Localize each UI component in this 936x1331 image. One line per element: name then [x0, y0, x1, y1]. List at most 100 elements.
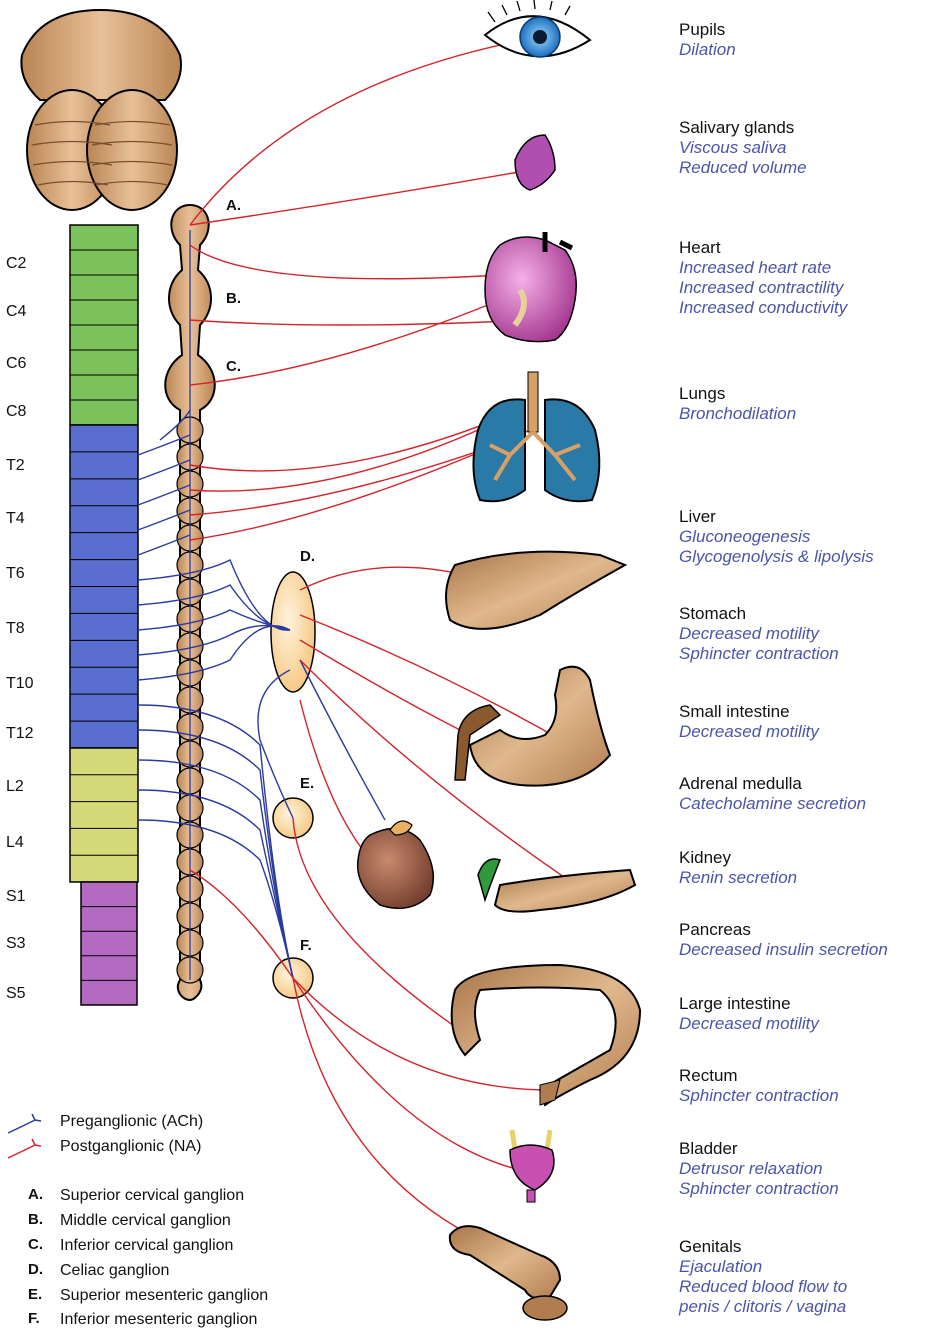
organ-label-pancreas: Pancreas Decreased insulin secretion — [679, 920, 888, 960]
organ-label-small-intestine: Small intestine Decreased motility — [679, 702, 819, 742]
organ-name: Stomach — [679, 604, 839, 624]
sympathetic-chain — [165, 205, 215, 1000]
organ-label-large-intestine: Large intestine Decreased motility — [679, 994, 819, 1034]
organ-name: Small intestine — [679, 702, 819, 722]
organ-label-genitals: Genitals Ejaculation Reduced blood flow … — [679, 1237, 847, 1317]
postganglionic-fiber — [293, 978, 550, 1090]
postganglionic-fiber — [293, 978, 520, 1170]
preganglionic-fiber — [300, 660, 385, 820]
legend-ganglion-name: Superior mesenteric ganglion — [60, 1287, 268, 1305]
segment-label: T8 — [6, 620, 25, 638]
segment-label: C6 — [6, 355, 26, 373]
postganglionic-fiber — [190, 245, 500, 279]
organ-effect: Dilation — [679, 40, 736, 60]
organ-label-lungs: Lungs Bronchodilation — [679, 384, 796, 424]
preganglionic-fiber — [138, 705, 293, 978]
postganglionic-fiber — [190, 170, 530, 225]
segment-label: T2 — [6, 457, 25, 475]
cord-region — [70, 748, 138, 882]
organ-effect: Renin secretion — [679, 868, 797, 888]
postganglionic-fiber — [190, 320, 530, 325]
preganglionic-fiber — [138, 585, 290, 630]
organ-effect: Glycogenolysis & lipolysis — [679, 547, 874, 567]
organ-effect: Decreased insulin secretion — [679, 940, 888, 960]
organ-name: Liver — [679, 507, 874, 527]
organ-effect: Reduced volume — [679, 158, 807, 178]
organ-effect: Catecholamine secretion — [679, 794, 866, 814]
brain-icon — [21, 10, 181, 210]
legend-ganglion-name: Inferior mesenteric ganglion — [60, 1311, 257, 1329]
segment-label: C4 — [6, 303, 26, 321]
ganglion-letter-d: D. — [300, 548, 315, 565]
organ-name: Kidney — [679, 848, 797, 868]
salivary-gland-icon — [515, 135, 555, 190]
organ-label-rectum: Rectum Sphincter contraction — [679, 1066, 839, 1106]
legend-key: F. — [28, 1310, 40, 1327]
organ-label-kidney: Kidney Renin secretion — [679, 848, 797, 888]
segment-label: T6 — [6, 565, 25, 583]
legend-ganglion-name: Inferior cervical ganglion — [60, 1237, 233, 1255]
segment-label: L4 — [6, 834, 24, 852]
lungs-icon — [473, 372, 599, 501]
segment-label: T4 — [6, 510, 25, 528]
organ-label-stomach: Stomach Decreased motility Sphincter con… — [679, 604, 839, 664]
legend-key: A. — [28, 1186, 43, 1203]
organ-name: Heart — [679, 238, 847, 258]
legend-key: D. — [28, 1261, 43, 1278]
organ-effect: penis / clitoris / vagina — [679, 1297, 847, 1317]
organ-effect: Ejaculation — [679, 1257, 847, 1277]
rectum-icon — [540, 1080, 560, 1105]
organ-name: Adrenal medulla — [679, 774, 866, 794]
postganglionic-fiber — [190, 440, 510, 515]
eye-icon — [485, 0, 590, 57]
segment-label: S5 — [6, 985, 26, 1003]
organ-name: Pupils — [679, 20, 736, 40]
legend-pre-label: Preganglionic (ACh) — [60, 1113, 203, 1131]
segment-label: S3 — [6, 935, 26, 953]
liver-icon — [446, 552, 625, 629]
pancreas-icon — [478, 859, 635, 912]
preganglionic-fiber — [138, 626, 290, 655]
organ-effect: Increased heart rate — [679, 258, 847, 278]
organ-name: Rectum — [679, 1066, 839, 1086]
organ-effect: Viscous saliva — [679, 138, 807, 158]
segment-label: T12 — [6, 725, 34, 743]
segment-label: L2 — [6, 778, 24, 796]
organ-effect: Sphincter contraction — [679, 1179, 839, 1199]
organ-effect: Bronchodilation — [679, 404, 796, 424]
postganglionic-fiber — [190, 410, 520, 471]
genitals-icon — [450, 1226, 567, 1320]
legend-post-label: Postganglionic (NA) — [60, 1138, 201, 1156]
legend-ganglion-name: Middle cervical ganglion — [60, 1212, 231, 1230]
segment-label: S1 — [6, 888, 26, 906]
segment-label: C8 — [6, 403, 26, 421]
organ-name: Genitals — [679, 1237, 847, 1257]
legend-pre-line — [8, 1114, 41, 1133]
ganglion-letter-a: A. — [226, 197, 241, 214]
legend-key: E. — [28, 1286, 42, 1303]
organ-name: Salivary glands — [679, 118, 807, 138]
ganglion-letter-c: C. — [226, 358, 241, 375]
heart-icon — [485, 232, 576, 342]
organ-effect: Decreased motility — [679, 1014, 819, 1034]
bladder-icon — [510, 1130, 554, 1202]
organ-name: Large intestine — [679, 994, 819, 1014]
organ-name: Pancreas — [679, 920, 888, 940]
ganglion-letter-b: B. — [226, 290, 241, 307]
postganglionic-fiber — [190, 420, 500, 491]
organ-effect: Reduced blood flow to — [679, 1277, 847, 1297]
segment-label: C2 — [6, 255, 26, 273]
legend-ganglion-name: Celiac ganglion — [60, 1262, 169, 1280]
organ-label-bladder: Bladder Detrusor relaxation Sphincter co… — [679, 1139, 839, 1199]
organ-name: Lungs — [679, 384, 796, 404]
postganglionic-fiber — [300, 615, 570, 745]
legend-key: B. — [28, 1211, 43, 1228]
ganglion-letter-e: E. — [300, 775, 314, 792]
organ-effect: Increased contractility — [679, 278, 847, 298]
organ-label-heart: Heart Increased heart rate Increased con… — [679, 238, 847, 318]
organ-effect: Increased conductivity — [679, 298, 847, 318]
preganglionic-fiber — [138, 730, 293, 978]
organ-label-pupils: Pupils Dilation — [679, 20, 736, 60]
preganglionic-fiber — [138, 790, 293, 978]
